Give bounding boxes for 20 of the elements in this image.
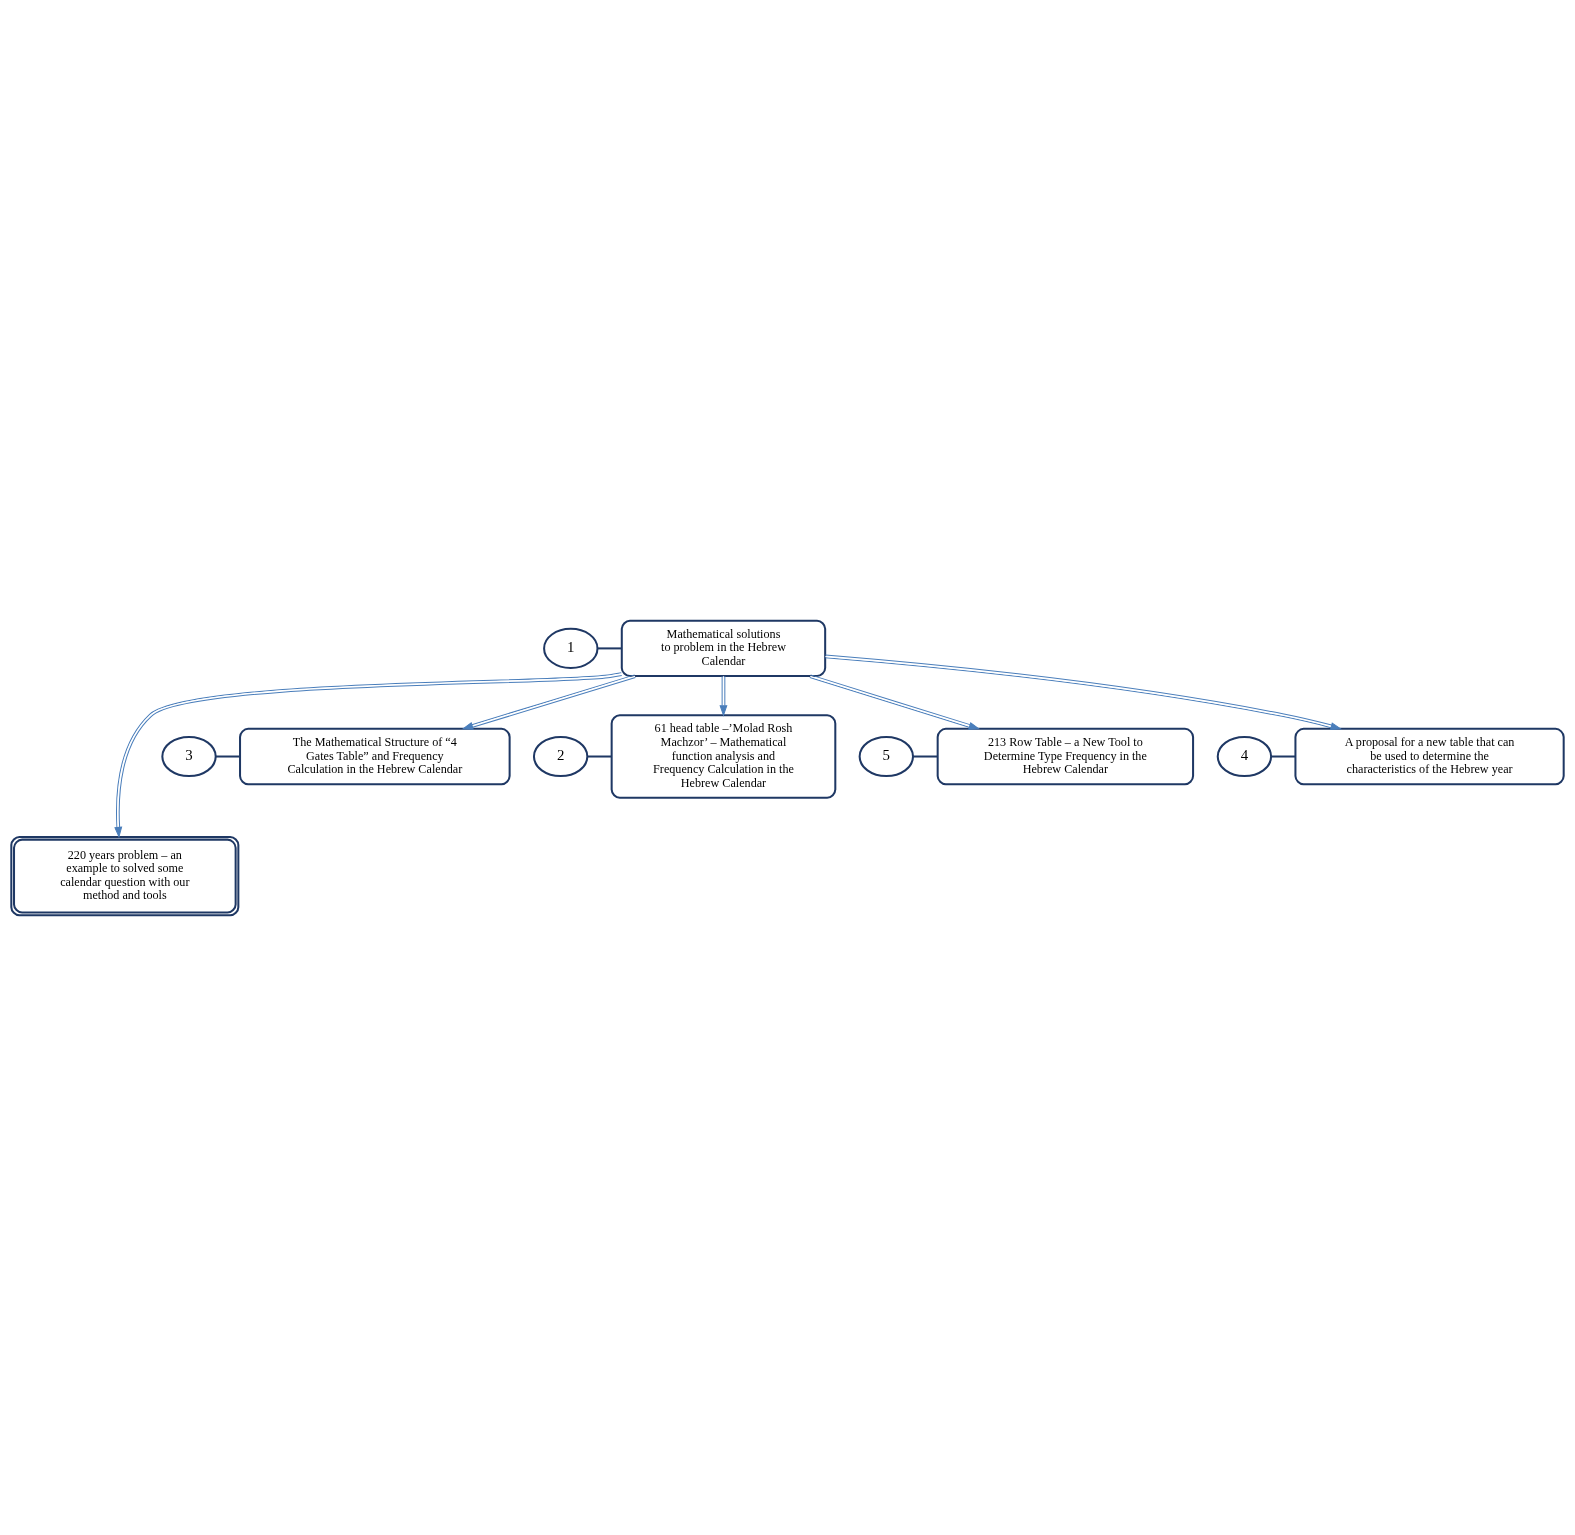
node-box: 213 Row Table – a New Tool to Determine Type Frequency in the Hebrew Calendar [936, 727, 1195, 785]
connector [597, 646, 622, 649]
arrow [461, 673, 636, 730]
node-box: A proposal for a new table that can be used to determine the characteristics of the Hebrew year [1294, 727, 1565, 785]
arrow [719, 675, 728, 717]
node-ellipse: 2 [532, 735, 589, 777]
connector [913, 755, 938, 758]
node-box: 61 head table –’Molad Rosh Machzor’ – Mathematical function analysis and Frequency Calculation in the Hebrew Calendar [610, 713, 837, 799]
node-ellipse: 1 [543, 627, 599, 669]
node-ellipse: 4 [1216, 735, 1273, 777]
connector [1271, 755, 1296, 758]
arrow [809, 673, 981, 730]
node-box: Mathematical solutions to problem in the Hebrew Calendar [620, 619, 827, 677]
node-ellipse: 3 [161, 735, 217, 777]
node-box: The Mathematical Structure of “4 Gates Table” and Frequency Calculation in the Hebrew Calendar [239, 727, 511, 785]
node-ellipse: 5 [858, 735, 915, 777]
connector [215, 755, 240, 758]
arrow [114, 671, 623, 838]
connector [587, 755, 612, 758]
arrow [824, 654, 1343, 730]
